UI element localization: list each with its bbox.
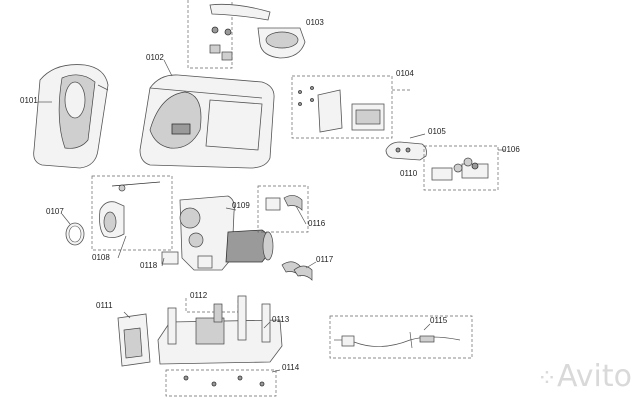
part-0102-drawing xyxy=(139,74,275,169)
avito-watermark: ⁘Avito xyxy=(537,359,632,394)
part-0113-drawing xyxy=(157,295,283,365)
label-0105: 0105 xyxy=(428,127,446,136)
part-0103-drawing xyxy=(187,0,306,69)
label-0101: 0101 xyxy=(20,96,38,105)
label-0114: 0114 xyxy=(282,363,300,372)
part-0111-drawing xyxy=(117,313,151,367)
part-0101-drawing xyxy=(33,64,109,169)
label-0113: 0113 xyxy=(272,315,290,324)
label-0111: 0111 xyxy=(96,301,113,310)
label-0103: 0103 xyxy=(306,18,324,27)
part-0117-drawing xyxy=(281,261,313,281)
watermark-text: Avito xyxy=(557,359,632,394)
part-0108-drawing xyxy=(91,175,173,251)
leader-lines xyxy=(38,59,431,373)
part-0115-drawing xyxy=(329,315,473,359)
label-0118: 0118 xyxy=(140,261,158,270)
part-0116-drawing xyxy=(257,185,309,233)
label-0109: 0109 xyxy=(232,201,250,210)
label-0115: 0115 xyxy=(430,316,448,325)
part-0104-drawing xyxy=(291,75,410,139)
avito-logo-icon: ⁘ xyxy=(536,364,558,392)
label-0107: 0107 xyxy=(46,207,64,216)
part-0114-drawing xyxy=(165,369,277,397)
label-0110: 0110 xyxy=(400,169,418,178)
label-0117: 0117 xyxy=(316,255,334,264)
label-0112: 0112 xyxy=(190,291,208,300)
label-0116: 0116 xyxy=(308,219,326,228)
label-0104: 0104 xyxy=(396,69,414,78)
label-0108: 0108 xyxy=(92,253,110,262)
part-0107-drawing xyxy=(61,213,85,246)
part-0106-drawing xyxy=(423,145,505,191)
label-0102: 0102 xyxy=(146,53,164,62)
label-0106: 0106 xyxy=(502,145,520,154)
part-0118-drawing xyxy=(161,251,179,265)
part-0105-drawing xyxy=(385,133,427,161)
part-0109-drawing xyxy=(179,195,274,271)
